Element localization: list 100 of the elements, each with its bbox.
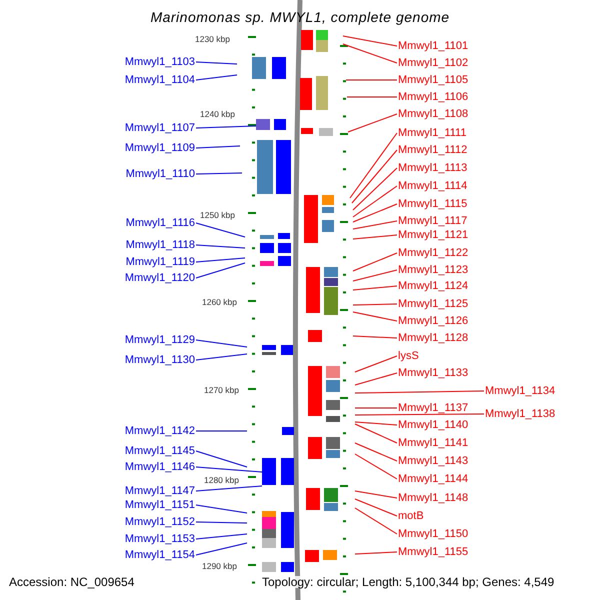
scale-label: 1240 kbp — [200, 108, 235, 120]
leader-line — [352, 270, 398, 282]
gene-label: Mmwyl1_1128 — [398, 332, 468, 344]
leader-line — [352, 336, 398, 338]
gene-label: Mmwyl1_1110 — [126, 168, 195, 180]
gene-label: Mmwyl1_1114 — [398, 180, 468, 192]
scale-label: 1270 kbp — [204, 384, 239, 396]
gene-label: Mmwyl1_1119 — [126, 256, 195, 268]
gene-label: Mmwyl1_1121 — [398, 229, 468, 241]
leader-line — [352, 168, 398, 210]
gene-label: Mmwyl1_1102 — [398, 57, 468, 69]
leader-line — [352, 220, 398, 230]
leader-line — [352, 204, 398, 222]
gene-label: Mmwyl1_1150 — [398, 528, 468, 540]
gene-label: lysS — [398, 350, 419, 362]
gene-label: Mmwyl1_1118 — [126, 239, 195, 251]
gene-label: Mmwyl1_1153 — [124, 533, 195, 545]
gene-label: motB — [398, 510, 424, 522]
leader-line — [196, 146, 240, 148]
leader-line — [196, 172, 242, 174]
leader-line — [196, 430, 248, 432]
gene-label: Mmwyl1_1112 — [398, 144, 468, 156]
leader-line — [354, 454, 398, 480]
gene-label: Mmwyl1_1142 — [124, 425, 195, 437]
leader-line — [354, 390, 484, 394]
gene-label: Mmwyl1_1154 — [124, 549, 195, 561]
leader-line — [348, 114, 398, 132]
leader-line — [196, 504, 248, 514]
gene-label: Mmwyl1_1111 — [398, 127, 466, 139]
gene-label: Mmwyl1_1117 — [398, 215, 468, 227]
leader-line — [354, 490, 398, 498]
gene-label: Mmwyl1_1124 — [398, 280, 468, 292]
leader-line — [352, 286, 398, 290]
gene-label: Mmwyl1_1104 — [124, 74, 195, 86]
gene-label: Mmwyl1_1101 — [398, 40, 468, 52]
gene-label: Mmwyl1_1109 — [124, 142, 195, 154]
scale-label: 1230 kbp — [195, 33, 230, 45]
gene-label: Mmwyl1_1147 — [124, 485, 195, 497]
leader-line — [196, 62, 238, 64]
gene-label: Mmwyl1_1107 — [124, 122, 195, 134]
gene-label: Mmwyl1_1144 — [398, 473, 468, 485]
leader-line — [196, 450, 248, 468]
gene-label: Mmwyl1_1123 — [398, 264, 468, 276]
gene-label: Mmwyl1_1120 — [124, 272, 195, 284]
leader-line — [196, 258, 246, 262]
leader-line — [354, 424, 398, 444]
leader-line — [354, 552, 398, 554]
leader-line — [354, 414, 484, 416]
gene-label: Mmwyl1_1145 — [124, 445, 195, 457]
gene-label: Mmwyl1_1108 — [398, 108, 468, 120]
leader-line — [196, 222, 246, 238]
gene-label: Mmwyl1_1146 — [124, 461, 195, 473]
scale-label: 1290 kbp — [202, 560, 237, 572]
leader-line — [354, 356, 398, 372]
gene-label: Mmwyl1_1133 — [398, 367, 468, 379]
leader-line — [352, 150, 398, 204]
leader-line — [196, 486, 262, 492]
leader-line — [196, 522, 248, 524]
gene-label: Mmwyl1_1137 — [398, 402, 468, 414]
leader-line — [196, 262, 246, 278]
leader-line — [352, 304, 398, 306]
leader-line — [342, 44, 398, 64]
gene-label: Mmwyl1_1134 — [485, 385, 556, 397]
gene-label: Mmwyl1_1130 — [124, 354, 195, 366]
gene-label: Mmwyl1_1143 — [398, 455, 468, 467]
leader-line — [346, 96, 398, 98]
genome-summary: Topology: circular; Length: 5,100,344 bp; Genes: 4,549 — [262, 576, 554, 588]
leader-line — [196, 542, 248, 556]
leader-line — [352, 252, 398, 272]
leader-line — [196, 534, 248, 540]
gene-label: Mmwyl1_1113 — [398, 162, 468, 174]
leader-line — [354, 372, 398, 386]
gene-label: Mmwyl1_1151 — [124, 499, 195, 511]
gene-label: Mmwyl1_1122 — [398, 247, 468, 259]
map-title: Marinomonas sp. MWYL1, complete genome — [149, 11, 451, 23]
leader-line — [196, 354, 248, 360]
gene-label: Mmwyl1_1105 — [398, 74, 468, 86]
gene-label: Mmwyl1_1106 — [398, 91, 468, 103]
leader-line — [354, 422, 398, 426]
gene-label: Mmwyl1_1103 — [124, 56, 195, 68]
gene-label: Mmwyl1_1126 — [398, 315, 468, 327]
gene-label: Mmwyl1_1141 — [398, 437, 468, 449]
gene-label: Mmwyl1_1115 — [398, 198, 468, 210]
leader-line — [352, 186, 398, 218]
leader-line — [354, 442, 398, 462]
scale-label: 1250 kbp — [200, 209, 235, 221]
leader-line — [352, 234, 398, 240]
leader-line — [196, 466, 262, 472]
gene-label: Mmwyl1_1155 — [398, 546, 468, 558]
gene-label: Mmwyl1_1129 — [124, 334, 195, 346]
leader-line — [196, 74, 238, 80]
gene-label: Mmwyl1_1116 — [126, 217, 195, 229]
gene-label: Mmwyl1_1138 — [485, 408, 556, 420]
leader-line — [196, 340, 248, 348]
leader-line — [342, 36, 398, 46]
leader-line — [354, 508, 398, 534]
gene-label: Mmwyl1_1148 — [398, 492, 468, 504]
leader-line — [352, 312, 398, 322]
scale-label: 1280 kbp — [204, 474, 239, 486]
gene-label: Mmwyl1_1140 — [398, 419, 468, 431]
